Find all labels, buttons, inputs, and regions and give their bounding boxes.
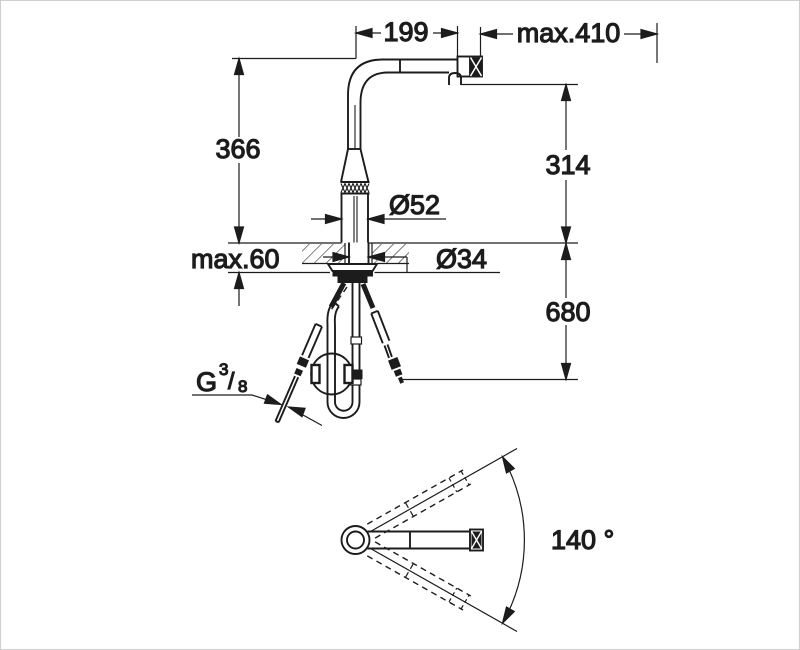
dim-swivel-angle: 140 ° [370, 447, 615, 633]
dim-clearance: 314 [461, 83, 591, 244]
spray-head [448, 55, 483, 85]
thread-label-denominator: 8 [238, 377, 247, 396]
dim-hose-length: 680 [402, 242, 591, 381]
top-view-spray-head [469, 528, 484, 552]
dim-label-hole-diameter: Ø34 [436, 244, 487, 274]
supply-hose-left [274, 323, 323, 424]
dim-thread: G 3 / 8 [192, 359, 323, 427]
thread-label-numerator: 3 [219, 360, 228, 379]
spout-nozzle [448, 72, 462, 85]
top-view-faucet [340, 525, 484, 555]
thread-label-slash: / [228, 368, 235, 394]
dim-hole-diameter: Ø34 [323, 243, 488, 275]
dimensions-front: 199 max.410 366 314 [190, 16, 658, 427]
dim-spout-reach: 199 [355, 16, 459, 59]
dim-pullout-extension: max.410 [479, 17, 658, 63]
dim-label-spout-reach: 199 [383, 17, 428, 47]
dim-label-deck-thickness: max.60 [191, 244, 280, 274]
dim-height: 366 [215, 57, 356, 244]
pullout-hose-loop [326, 283, 363, 419]
dim-label-body-diameter: Ø52 [389, 190, 440, 220]
dim-label-hose-length: 680 [545, 297, 590, 327]
front-view [228, 55, 578, 424]
faucet-body-outline [340, 58, 458, 243]
dim-label-clearance: 314 [545, 150, 590, 180]
sensor-band [340, 181, 370, 195]
dim-body-diameter: Ø52 [311, 189, 446, 225]
dim-label-pullout-extension: max.410 [517, 18, 621, 48]
thread-label-base: G [196, 367, 217, 397]
hose-weight [310, 352, 354, 396]
dim-label-swivel-angle: 140 ° [551, 525, 614, 555]
dim-label-height: 366 [215, 134, 260, 164]
dim-deck-thickness: max.60 [190, 243, 500, 306]
top-view: 140 ° [340, 447, 615, 633]
supply-hose-right [370, 310, 404, 384]
